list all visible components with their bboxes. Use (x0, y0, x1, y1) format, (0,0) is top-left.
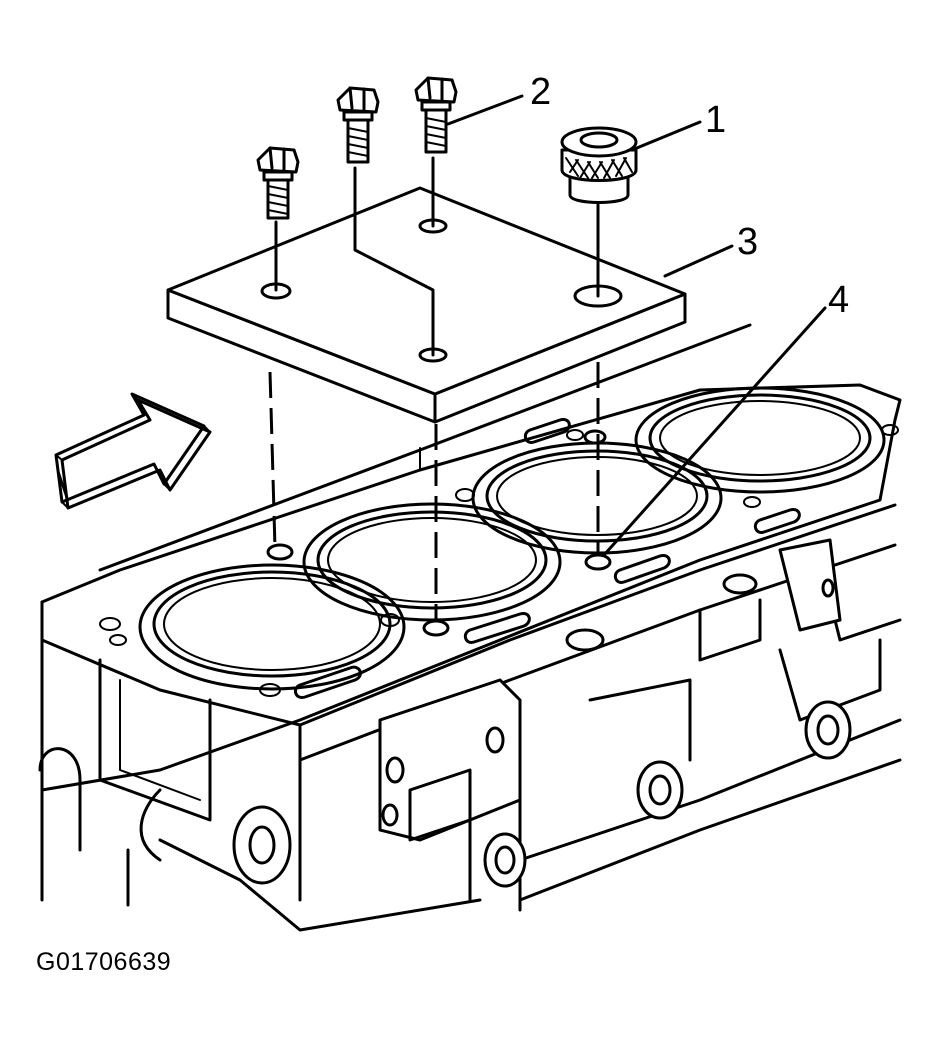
dowel-sleeve (560, 126, 638, 204)
bolt-guide-lines (274, 156, 600, 357)
alignment-lines (268, 362, 600, 622)
bolt-hole-4 (584, 553, 612, 571)
leader-lines (446, 94, 827, 557)
callout-3: 3 (737, 221, 758, 263)
mount-boss (483, 832, 527, 888)
bolt-hole (266, 543, 294, 561)
direction-arrow (54, 392, 212, 510)
callout-1: 1 (705, 99, 726, 141)
engine-block (38, 323, 902, 932)
flange (378, 678, 522, 842)
cylinder-bore-4 (634, 386, 886, 494)
callout-4: 4 (828, 279, 849, 321)
figure-id: G01706639 (36, 948, 172, 976)
bolt (256, 146, 300, 220)
torque-plate (166, 186, 687, 424)
cylinder-bore-1 (138, 563, 406, 691)
bolt-hole (422, 619, 450, 637)
bolt (336, 86, 380, 164)
callout-2: 2 (530, 71, 551, 113)
mount-boss (232, 805, 292, 885)
mount-boss (636, 760, 684, 820)
bolt (414, 76, 458, 154)
bolt-hole (583, 429, 607, 445)
mount-boss (804, 700, 852, 760)
